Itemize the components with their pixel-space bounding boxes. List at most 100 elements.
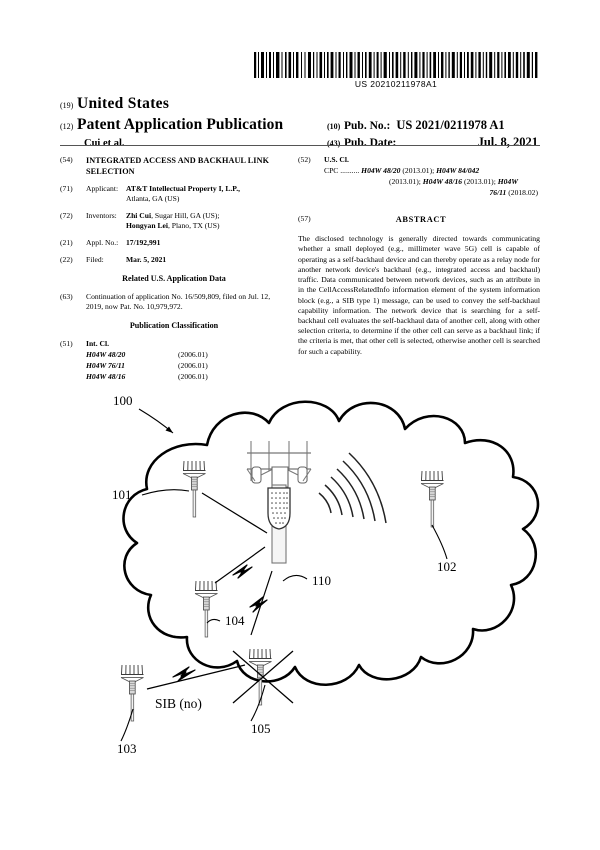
abstract-heading: ABSTRACT: [395, 215, 447, 225]
field-int-cl-num: (51): [60, 338, 73, 348]
field-title-num: (54): [60, 155, 73, 164]
pubdate-group: (43) Pub. Date: Jul. 8, 2021: [327, 135, 540, 150]
network-cloud-outline: [122, 400, 540, 687]
int-cl-code: H04W 48/20: [86, 349, 126, 359]
pubno-num: (10): [327, 122, 341, 131]
field-related-app: (63) Continuation of application No. 16/…: [60, 292, 288, 312]
pubno-value: US 2021/0211978 A1: [396, 118, 505, 132]
figure-label-101: 101: [112, 487, 132, 502]
pubno-group: (10) Pub. No.: US 2021/0211978 A1: [327, 118, 540, 133]
inventor-2-address: , Plano, TX (US): [168, 221, 220, 231]
field-filed-num: (22): [60, 255, 73, 265]
applicant-name: AT&T Intellectual Property I, L.P.,: [126, 184, 241, 194]
field-appl-no: (21) Appl. No.: 17/192,991: [60, 238, 288, 248]
barcode-number: US 20210211978A1: [354, 79, 438, 89]
pubdate-label: Pub. Date:: [344, 137, 397, 149]
authors: Cui et al.: [84, 138, 125, 149]
inventors-label: Inventors:: [86, 211, 117, 221]
int-cl-version: (2006.01): [178, 349, 208, 359]
link-103-105: [146, 664, 246, 690]
publication-header: (19) United States (12) Patent Applicati…: [60, 95, 540, 150]
country-code-num: (19): [60, 101, 74, 110]
signal-waves-icon: [318, 452, 387, 524]
link-101-110: [201, 492, 268, 534]
pubtype-num: (12): [60, 122, 74, 131]
cpc-prefix: CPC ..........: [324, 166, 360, 176]
leader-line-105: [250, 684, 266, 722]
leader-arrow-100: [165, 426, 173, 433]
figure-label-102: 102: [437, 559, 457, 574]
field-applicant-num: (71): [60, 184, 73, 194]
figure-diagram: 100: [55, 385, 550, 785]
lightning-bolt-sib-icon: [172, 666, 196, 682]
leader-line-102: [431, 524, 448, 560]
cpc-block: CPC .......... H04W 48/20 (2013.01); H04…: [324, 165, 540, 198]
appl-no-value: 17/192,991: [126, 238, 161, 248]
cpc-rest-1: (2013.01);: [400, 166, 437, 176]
inventor-1-name: Zhi Cui: [126, 211, 152, 221]
barcode-icon: [254, 52, 538, 78]
filed-value: Mar. 5, 2021: [126, 255, 167, 265]
int-cl-label: Int. Cl.: [86, 338, 109, 348]
leader-line-103: [120, 708, 134, 742]
pubtype-row: (12) Patent Application Publication (10)…: [60, 116, 540, 134]
lightning-bolt-105-icon: [249, 596, 268, 613]
field-applicant: (71) Applicant: AT&T Intellectual Proper…: [60, 184, 288, 204]
inventor-2-name: Hongyan Lei: [126, 221, 168, 231]
cpc-rest-2: (2013.01);: [389, 177, 423, 187]
field-abstract-num: (57): [298, 214, 311, 224]
cpc-code-2: H04W 84/042: [436, 166, 480, 176]
applicant-address: Atlanta, GA (US): [126, 194, 180, 204]
invention-title: INTEGRATED ACCESS AND BACKHAUL LINK SELE…: [86, 156, 270, 177]
pubno-label: Pub. No.:: [344, 120, 391, 132]
leader-line-101: [141, 489, 190, 496]
related-app-text: Continuation of application No. 16/509,8…: [86, 291, 271, 311]
appl-no-label: Appl. No.:: [86, 238, 119, 248]
figure-label-100: 100: [113, 393, 133, 408]
int-cl-version: (2006.01): [178, 360, 208, 370]
field-title: (54) INTEGRATED ACCESS AND BACKHAUL LINK…: [60, 155, 288, 177]
inventor-1-address: , Sugar Hill, GA (US);: [151, 211, 220, 221]
int-cl-code: H04W 48/16: [86, 371, 126, 381]
abstract-text: The disclosed technology is generally di…: [298, 234, 540, 356]
pubdate-num: (43): [327, 139, 341, 148]
country-row: (19) United States: [60, 95, 540, 113]
figure-label-104: 104: [225, 613, 245, 628]
leader-line-104: [206, 618, 221, 624]
field-us-cl: (52) U.S. Cl. CPC .......... H04W 48/20 …: [298, 155, 540, 198]
cpc-code-5: 76/11: [489, 188, 507, 198]
barcode-block: US 20210211978A1: [252, 52, 540, 89]
publication-type: Patent Application Publication: [77, 116, 284, 133]
field-related-num: (63): [60, 291, 73, 301]
country-name: United States: [77, 95, 170, 112]
field-appl-no-num: (21): [60, 238, 73, 248]
figure-label-110: 110: [312, 573, 331, 588]
cpc-code-1: H04W 48/20: [361, 166, 401, 176]
figure-label-sib: SIB (no): [155, 696, 202, 711]
authors-date-row: Cui et al. (43) Pub. Date: Jul. 8, 2021: [60, 135, 540, 150]
field-filed: (22) Filed: Mar. 5, 2021: [60, 255, 288, 265]
cpc-code-3: H04W 48/16: [422, 177, 463, 187]
abstract-heading-row: (57) ABSTRACT: [298, 214, 540, 225]
header-divider: [60, 145, 540, 146]
related-app-data-heading: Related U.S. Application Data: [122, 274, 226, 284]
leader-line-110: [282, 574, 308, 582]
field-inventors: (72) Inventors: Zhi Cui, Sugar Hill, GA …: [60, 211, 288, 231]
cpc-code-4: H04W: [497, 177, 518, 187]
field-inventors-num: (72): [60, 211, 73, 221]
cpc-rest-3: (2013.01);: [462, 177, 498, 187]
cpc-rest-4: (2018.02): [506, 188, 538, 198]
int-cl-row: H04W 76/11 (2006.01): [86, 360, 288, 371]
field-int-cl: (51) Int. Cl. H04W 48/20 (2006.01) H04W …: [60, 339, 288, 382]
figure-label-105: 105: [251, 721, 271, 736]
filed-label: Filed:: [86, 255, 104, 265]
crossed-out-marker-105: [232, 650, 294, 704]
link-104-110: [214, 546, 266, 584]
field-us-cl-num: (52): [298, 155, 311, 164]
figure-label-103: 103: [117, 741, 137, 756]
lightning-bolt-104-icon: [232, 564, 253, 579]
int-cl-row: H04W 48/20 (2006.01): [86, 349, 288, 360]
publication-classification-heading: Publication Classification: [129, 320, 219, 330]
int-cl-code: H04W 76/11: [86, 360, 125, 370]
